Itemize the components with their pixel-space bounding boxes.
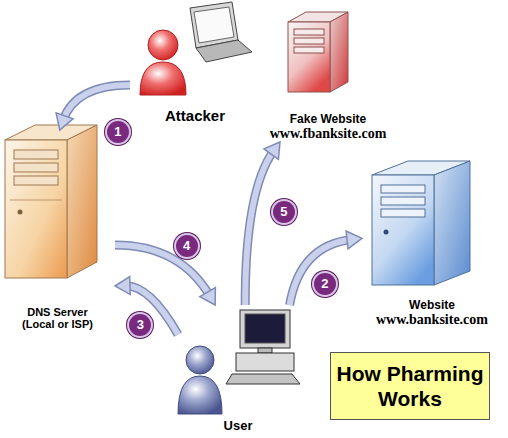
power-light [18, 210, 23, 215]
actor-node: User [178, 305, 298, 433]
arrow-shaft [245, 150, 274, 305]
url-label: www.banksite.com [376, 312, 488, 328]
node-label: Fake Website [290, 112, 366, 126]
laptop-icon [190, 2, 252, 62]
arrow-head [346, 231, 362, 249]
arrow-shaft [63, 85, 130, 121]
server-side [67, 125, 97, 278]
drive-bay [381, 185, 425, 193]
attacker-head [148, 30, 178, 60]
keyboard [226, 374, 300, 384]
diagram-title: How Pharming Works [331, 361, 489, 411]
server-side [330, 12, 348, 92]
arrow-head [115, 277, 130, 295]
callout-number: 3 [127, 312, 153, 338]
drive-bay [14, 150, 58, 159]
arrow-outline [290, 239, 352, 305]
drive-bay [14, 176, 58, 185]
drive-bay [294, 29, 324, 35]
server-node: Websitewww.banksite.com [362, 165, 502, 328]
monitor-stand [258, 348, 272, 353]
callout-number: 5 [271, 199, 297, 225]
dns-server-icon [5, 125, 97, 278]
curved-arrow [245, 142, 280, 305]
drive-bay [294, 38, 324, 44]
callout-number: 4 [174, 233, 200, 259]
arrow-outline [63, 85, 130, 121]
callout-number: 2 [312, 271, 338, 297]
laptop-screen [194, 7, 234, 43]
server-node: DNS Server (Local or ISP) [0, 130, 115, 330]
callout-number: 1 [105, 119, 131, 145]
monitor-frame [240, 310, 290, 348]
panel-line [10, 200, 62, 201]
user-figure [178, 346, 222, 414]
url-label: www.fbanksite.com [270, 126, 387, 142]
laptop-base [196, 40, 252, 62]
web-server-icon [372, 161, 470, 285]
user-body [178, 376, 222, 414]
user-head [186, 346, 214, 374]
arrow-head [200, 288, 216, 305]
server-front [372, 175, 434, 285]
computer-icon [226, 310, 300, 384]
drive-bay [294, 47, 324, 53]
node-label: DNS Server (Local or ISP) [14, 306, 102, 330]
attacker-body [140, 62, 186, 95]
drive-bay [381, 197, 425, 205]
arrow-head [56, 113, 73, 130]
attacker-figure [140, 30, 186, 95]
computer-case [236, 353, 294, 371]
arrow-head [264, 142, 280, 159]
node-label: Attacker [165, 107, 225, 124]
drive-bay [14, 163, 58, 172]
power-light [384, 230, 389, 235]
actor-node: Attacker [130, 2, 260, 124]
curved-arrow [290, 231, 362, 305]
arrow-shaft [290, 239, 352, 305]
server-side [434, 161, 470, 285]
server-node: Fake Websitewww.fbanksite.com [268, 2, 388, 142]
monitor-screen [245, 314, 285, 343]
drive-bay [381, 209, 425, 217]
arrow-outline [245, 150, 274, 305]
server-front [5, 140, 67, 278]
server-front [288, 22, 330, 92]
node-label: Website [409, 298, 455, 312]
node-label: User [224, 418, 253, 433]
title-box: How Pharming Works [330, 352, 490, 420]
curved-arrow [115, 245, 215, 305]
fake-server-icon [288, 12, 348, 92]
